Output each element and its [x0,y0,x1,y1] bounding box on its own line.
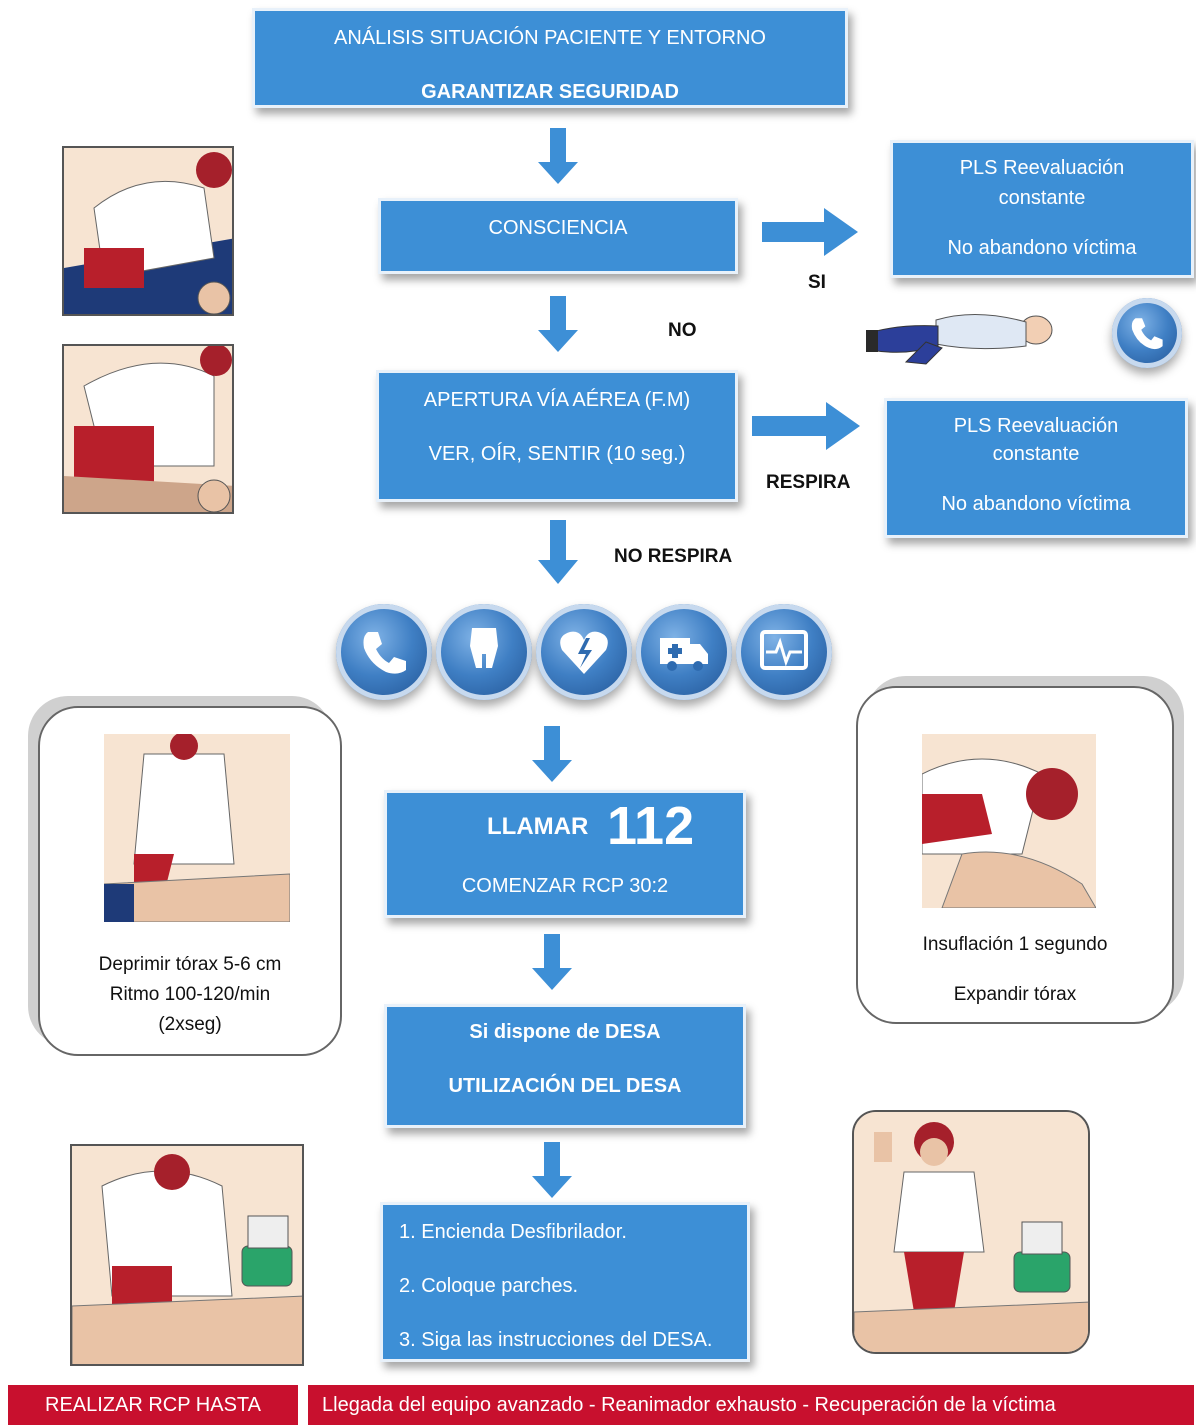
ventilation-card: Insuflación 1 segundo Expandir tórax [856,686,1174,1024]
consciousness-check-illustration [62,146,234,316]
recovery-position-illustration [866,314,1053,365]
hands-icon [436,604,532,700]
si-label: SI [808,272,826,293]
phone-icon [336,604,432,700]
pls-1-line3: No abandono víctima [947,237,1137,259]
rcp-stop-conditions-text: Llegada del equipo avanzado - Reanimador… [322,1394,1056,1416]
down-arrow-2 [538,296,578,352]
realizar-rcp-text: REALIZAR RCP HASTA [45,1394,261,1416]
llamar-box: LLAMAR 112 COMENZAR RCP 30:2 [384,790,746,918]
right-arrow-respira [752,402,860,450]
footer-right-banner: Llegada del equipo avanzado - Reanimador… [308,1385,1194,1425]
pls-1-line2: constante [998,187,1086,209]
heart-bolt-icon [536,604,632,700]
apertura-box: APERTURA VÍA AÉREA (F.M) VER, OÍR, SENTI… [376,370,738,502]
pls-box-1: PLS Reevaluación constante No abandono v… [890,140,1194,278]
compression-frequency-text: (2xseg) [158,1014,222,1035]
pls-1-line1: PLS Reevaluación [959,157,1125,179]
consciencia-label: CONSCIENCIA [488,217,628,239]
compression-depth-text: Deprimir tórax 5-6 cm [98,954,282,975]
footer-left-banner: REALIZAR RCP HASTA [8,1385,298,1425]
step-1: 1. Encienda Desfibrilador. [399,1221,627,1243]
desa-box: Si dispone de DESA UTILIZACIÓN DEL DESA [384,1004,746,1128]
aed-pads-illustration [70,1144,304,1366]
analisis-box: ANÁLISIS SITUACIÓN PACIENTE Y ENTORNO GA… [252,8,848,108]
stand-clear-illustration [852,1110,1090,1354]
compression-rate-text: Ritmo 100-120/min [109,984,271,1005]
analisis-title: ANÁLISIS SITUACIÓN PACIENTE Y ENTORNO [334,27,766,49]
emergency-number: 112 [607,796,695,856]
monitor-icon [736,604,832,700]
pls-2-line2: constante [992,443,1080,465]
pls-box-2: PLS Reevaluación constante No abandono v… [884,398,1188,538]
ambulance-icon [636,604,732,700]
apertura-line1: APERTURA VÍA AÉREA (F.M) [423,389,691,411]
right-arrow-si [762,208,858,256]
expand-chest-text: Expandir tórax [953,984,1077,1005]
down-arrow-6 [532,1142,572,1198]
down-arrow-4 [532,726,572,782]
phone-icon-small [1112,298,1182,368]
pls-2-line1: PLS Reevaluación [953,415,1119,437]
rescue-breath-illustration [922,734,1096,908]
no-label: NO [668,320,697,341]
insufflation-text: Insuflación 1 segundo [922,934,1108,955]
desa-steps-box: 1. Encienda Desfibrilador. 2. Coloque pa… [380,1202,750,1362]
airway-opening-illustration [62,344,234,514]
step-3: 3. Siga las instrucciones del DESA. [399,1329,713,1351]
chest-compression-illustration [104,734,290,922]
no-respira-label: NO RESPIRA [614,546,733,567]
down-arrow-3 [538,520,578,584]
comenzar-rcp-text: COMENZAR RCP 30:2 [461,875,669,897]
down-arrow-5 [532,934,572,990]
respira-label: RESPIRA [766,472,851,493]
llamar-label: LLAMAR [487,813,589,840]
compression-card: Deprimir tórax 5-6 cm Ritmo 100-120/min … [38,706,342,1056]
desa-line2: UTILIZACIÓN DEL DESA [448,1075,682,1097]
apertura-line2: VER, OÍR, SENTIR (10 seg.) [428,443,686,465]
step-2: 2. Coloque parches. [399,1275,579,1297]
pls-2-line3: No abandono víctima [941,493,1131,515]
down-arrow-1 [538,128,578,184]
desa-line1: Si dispone de DESA [469,1021,661,1043]
seguridad-text: GARANTIZAR SEGURIDAD [421,81,679,103]
consciencia-box: CONSCIENCIA [378,198,738,274]
